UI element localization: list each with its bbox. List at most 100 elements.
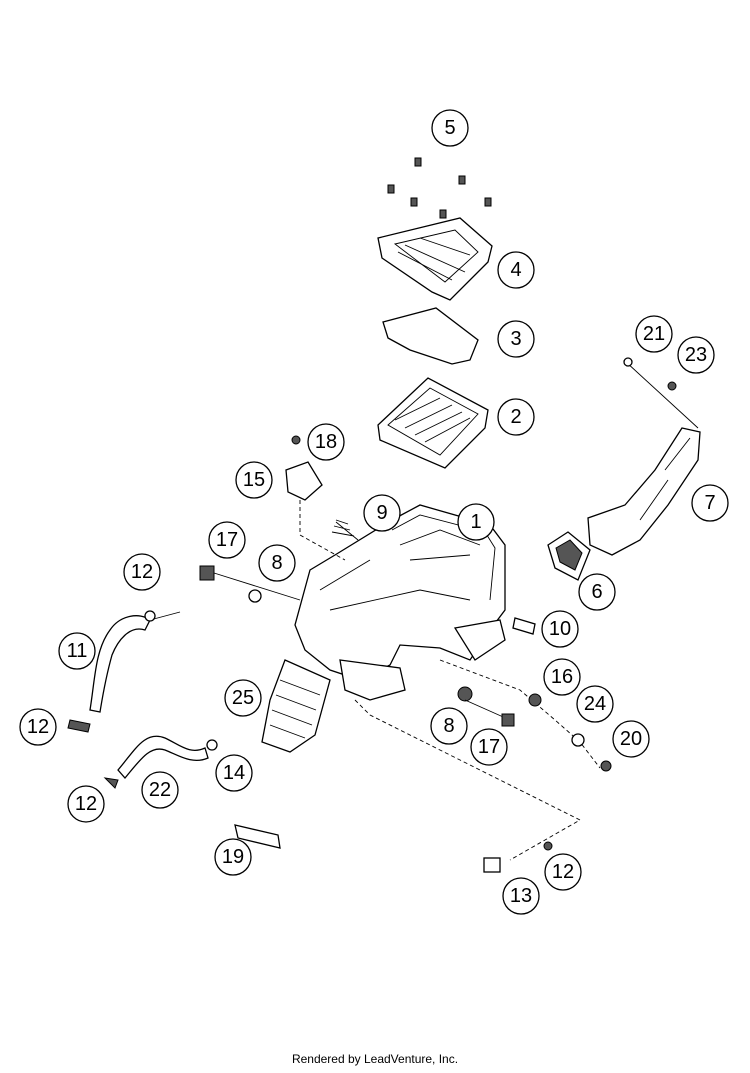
part-21-23-bolt-washer <box>623 357 699 429</box>
callout-number: 17 <box>478 736 500 758</box>
callout-circle <box>502 877 540 915</box>
callout-c20: 20 <box>612 720 650 758</box>
callout-circle <box>543 658 581 696</box>
callout-c17a: 17 <box>208 521 246 559</box>
callout-c8a: 8 <box>258 544 296 582</box>
callout-circle <box>208 521 246 559</box>
part-25-intake-boot <box>261 659 331 753</box>
callout-circle <box>497 398 535 436</box>
part-19-tube <box>234 824 281 849</box>
callout-circle <box>235 461 273 499</box>
callout-c15: 15 <box>235 461 273 499</box>
callout-c12a: 12 <box>123 553 161 591</box>
callout-c6: 6 <box>578 573 616 611</box>
callout-circle <box>677 336 715 374</box>
callout-number: 13 <box>510 885 532 907</box>
part-3-gasket <box>382 307 479 365</box>
part-17-8-bolts-left <box>199 565 301 603</box>
callout-number: 7 <box>704 492 715 514</box>
callout-c8b: 8 <box>430 707 468 745</box>
callout-number: 8 <box>271 552 282 574</box>
callout-number: 20 <box>620 728 642 750</box>
callout-number: 12 <box>27 716 49 738</box>
part-11-hose <box>89 610 181 713</box>
callout-number: 21 <box>643 323 665 345</box>
callout-c2: 2 <box>497 398 535 436</box>
callout-number: 15 <box>243 469 265 491</box>
callout-circle <box>430 707 468 745</box>
callout-c25: 25 <box>224 679 262 717</box>
callout-circle <box>612 720 650 758</box>
callout-c12b: 12 <box>19 708 57 746</box>
callout-circle <box>224 679 262 717</box>
callout-circle <box>214 838 252 876</box>
callout-circle <box>215 754 253 792</box>
callout-c9: 9 <box>363 494 401 532</box>
callout-c17b: 17 <box>470 728 508 766</box>
callout-number: 5 <box>444 117 455 139</box>
callout-number: 16 <box>551 666 573 688</box>
callout-circle <box>470 728 508 766</box>
callout-circle <box>497 251 535 289</box>
callout-number: 2 <box>510 406 521 428</box>
callout-c3: 3 <box>497 320 535 358</box>
part-5-screws <box>387 157 492 219</box>
callout-circle <box>576 685 614 723</box>
callout-circle <box>58 632 96 670</box>
callout-c11: 11 <box>58 632 96 670</box>
part-1-airbox <box>294 504 506 701</box>
callout-number: 8 <box>443 715 454 737</box>
callout-number: 9 <box>376 502 387 524</box>
callout-c7: 7 <box>691 484 729 522</box>
callout-number: 23 <box>685 344 707 366</box>
callout-c24: 24 <box>576 685 614 723</box>
callout-circle <box>363 494 401 532</box>
part-15-18-sensor <box>285 435 346 561</box>
callout-c12c: 12 <box>67 785 105 823</box>
footer-credit: Rendered by LeadVenture, Inc. <box>291 1052 459 1066</box>
callout-c18: 18 <box>307 423 345 461</box>
callout-number: 1 <box>470 511 481 533</box>
part-10-clamp <box>512 617 536 635</box>
callout-circle <box>578 573 616 611</box>
callout-circle <box>544 853 582 891</box>
part-16-24-20-grommets <box>439 659 612 772</box>
callout-c5: 5 <box>431 109 469 147</box>
callout-circle <box>123 553 161 591</box>
callout-c12d: 12 <box>544 853 582 891</box>
part-4-filter-cover <box>377 217 493 301</box>
callout-number: 12 <box>131 561 153 583</box>
callout-circle <box>141 771 179 809</box>
part-8-17-bolts-right <box>457 686 515 727</box>
callout-number: 10 <box>549 618 571 640</box>
part-6-seal <box>547 531 591 581</box>
callout-c13: 13 <box>502 877 540 915</box>
part-12-clamp-left <box>67 719 91 733</box>
part-22-14-hose <box>103 735 218 789</box>
callout-number: 4 <box>510 259 521 281</box>
callout-number: 12 <box>552 861 574 883</box>
callout-circle <box>457 503 495 541</box>
part-13-12-drain <box>354 699 581 873</box>
callout-c22: 22 <box>141 771 179 809</box>
callout-number: 25 <box>232 687 254 709</box>
callout-number: 18 <box>315 431 337 453</box>
callout-c10: 10 <box>541 610 579 648</box>
callout-circle <box>431 109 469 147</box>
callout-c16: 16 <box>543 658 581 696</box>
callout-number: 22 <box>149 779 171 801</box>
callout-circle <box>691 484 729 522</box>
callout-c21: 21 <box>635 315 673 353</box>
part-7-intake-snorkel <box>587 427 701 556</box>
callout-circle <box>67 785 105 823</box>
callout-number: 24 <box>584 693 606 715</box>
part-2-air-filter <box>377 377 489 469</box>
callout-c19: 19 <box>214 838 252 876</box>
callout-number: 19 <box>222 846 244 868</box>
callout-circle <box>497 320 535 358</box>
callout-number: 3 <box>510 328 521 350</box>
callout-c14: 14 <box>215 754 253 792</box>
callout-number: 14 <box>223 762 245 784</box>
callout-circle <box>541 610 579 648</box>
